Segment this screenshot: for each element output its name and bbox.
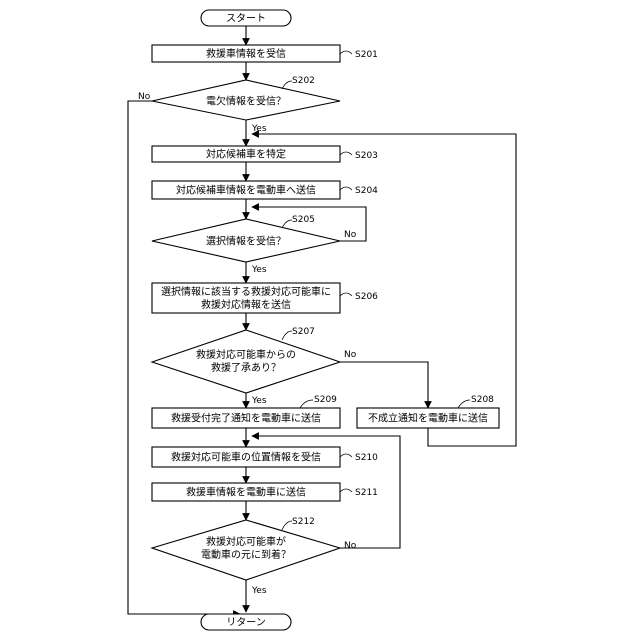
- end-terminator: リターン: [201, 614, 291, 630]
- s206-label-line1: 選択情報に該当する救援対応可能車に: [161, 285, 331, 298]
- s211-label: 救援車情報を電動車に送信: [186, 486, 306, 499]
- process-s211: 救援車情報を電動車に送信 S211: [152, 483, 378, 501]
- s208-leader: [458, 400, 470, 408]
- s205-yes-label: Yes: [251, 265, 267, 275]
- s212-id: S212: [292, 517, 315, 527]
- process-s204: 対応候補車情報を電動車へ送信 S204: [152, 181, 378, 199]
- s204-id: S204: [355, 186, 378, 196]
- s201-label: 救援車情報を受信: [206, 47, 286, 60]
- s205-leader: [282, 220, 292, 228]
- s205-no-label: No: [344, 230, 357, 240]
- s201-id: S201: [355, 50, 378, 60]
- decision-s202: 電欠情報を受信？ S202 No Yes: [138, 76, 340, 134]
- s202-label: 電欠情報を受信？: [206, 95, 286, 108]
- s205-label: 選択情報を受信？: [206, 235, 286, 248]
- s212-label-line2: 電動車の元に到着？: [201, 548, 291, 561]
- s202-leader: [282, 81, 292, 89]
- s210-leader: [340, 454, 352, 457]
- s205-id: S205: [292, 215, 315, 225]
- s204-leader: [340, 187, 352, 190]
- connectors: [128, 26, 516, 614]
- s212-label-line1: 救援対応可能車が: [206, 535, 286, 548]
- s212-yes-label: Yes: [251, 586, 267, 596]
- process-s203: 対応候補車を特定 S203: [152, 146, 378, 162]
- s208-id: S208: [471, 395, 494, 405]
- start-label: スタート: [226, 13, 266, 25]
- s212-leader: [282, 521, 292, 530]
- s206-label-line2: 救援対応情報を送信: [201, 298, 291, 311]
- s207-yes-label: Yes: [251, 396, 267, 406]
- decision-s212: 救援対応可能車が 電動車の元に到着？ S212 No Yes: [152, 517, 357, 596]
- s203-label: 対応候補車を特定: [206, 148, 286, 161]
- process-s201: 救援車情報を受信 S201: [152, 45, 378, 62]
- s207-no-label: No: [344, 350, 357, 360]
- end-label: リターン: [226, 617, 266, 629]
- s209-label: 救援受付完了通知を電動車に送信: [171, 412, 321, 425]
- s210-id: S210: [355, 453, 378, 463]
- s211-leader: [340, 489, 352, 492]
- decision-s205: 選択情報を受信？ S205 No Yes: [152, 215, 357, 275]
- s204-label: 対応候補車情報を電動車へ送信: [176, 184, 316, 197]
- s208-label: 不成立通知を電動車に送信: [368, 412, 488, 425]
- s206-id: S206: [355, 292, 378, 302]
- process-s210: 救援対応可能車の位置情報を受信 S210: [152, 447, 378, 467]
- s211-id: S211: [355, 488, 378, 498]
- s202-id: S202: [292, 76, 315, 86]
- s210-label: 救援対応可能車の位置情報を受信: [171, 451, 321, 464]
- s207-leader: [282, 331, 292, 340]
- s202-no-label: No: [138, 92, 151, 102]
- s209-leader: [300, 400, 313, 408]
- s207-label-line1: 救援対応可能車からの: [196, 348, 296, 361]
- s207-label-line2: 救援了承あり？: [211, 361, 281, 374]
- s203-leader: [340, 152, 352, 155]
- s207-id: S207: [292, 327, 315, 337]
- s209-id: S209: [314, 395, 337, 405]
- s202-yes-label: Yes: [251, 124, 267, 134]
- s206-leader: [340, 293, 352, 296]
- edge-s207-no: [340, 362, 428, 408]
- process-s206: 選択情報に該当する救援対応可能車に 救援対応情報を送信 S206: [152, 283, 378, 313]
- s203-id: S203: [355, 151, 378, 161]
- start-terminator: スタート: [201, 10, 291, 26]
- s201-leader: [340, 51, 352, 54]
- s212-no-label: No: [344, 541, 357, 551]
